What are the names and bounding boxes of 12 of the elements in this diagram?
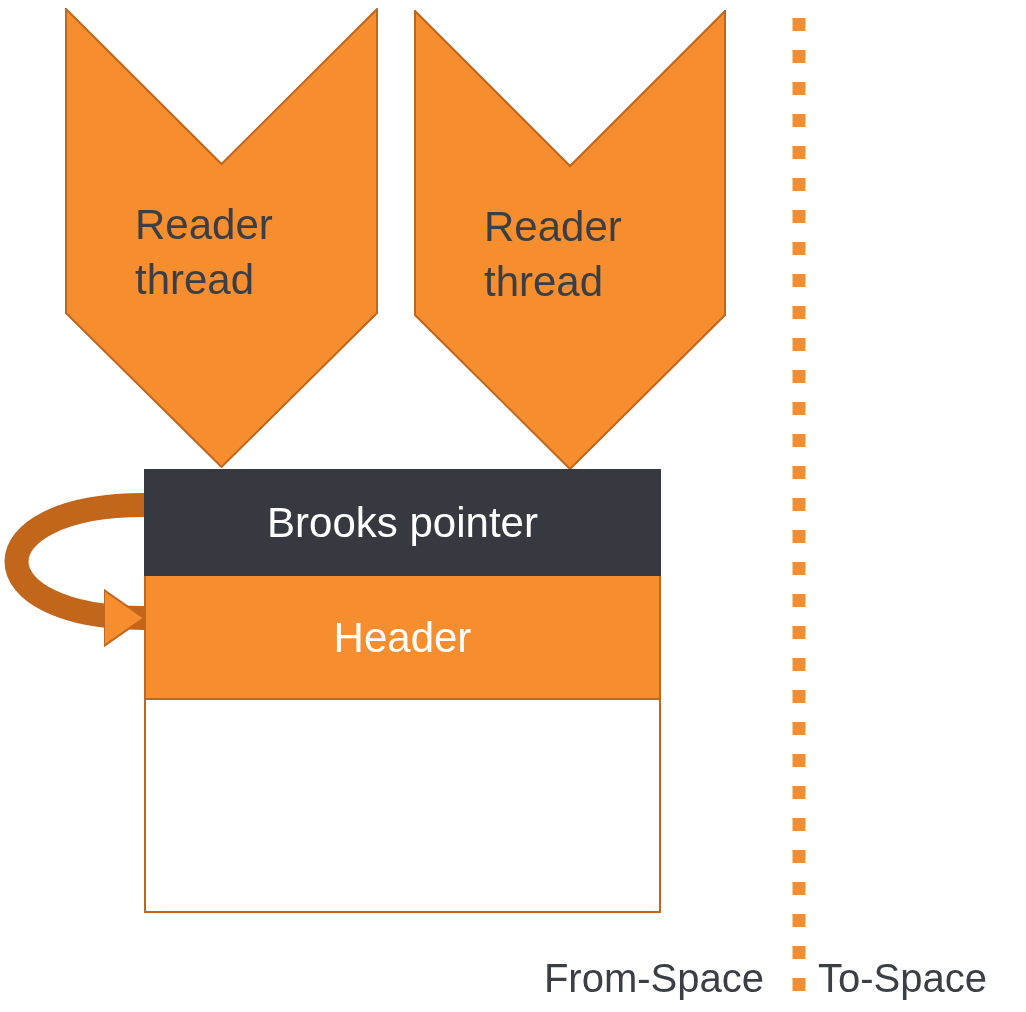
chevron-shape — [65, 8, 378, 468]
region-label: To-Space — [818, 955, 987, 1002]
region-label: From-Space — [543, 955, 764, 1002]
box — [144, 469, 661, 576]
node-label: Reader thread — [135, 201, 273, 303]
node-label: Brooks pointer — [267, 498, 538, 548]
node-label: Reader thread — [484, 203, 622, 305]
box — [144, 576, 661, 700]
node-label: Header — [333, 612, 472, 663]
chevron-shape — [414, 10, 726, 470]
empty-box — [144, 700, 661, 913]
curved-arrow — [4, 493, 145, 645]
